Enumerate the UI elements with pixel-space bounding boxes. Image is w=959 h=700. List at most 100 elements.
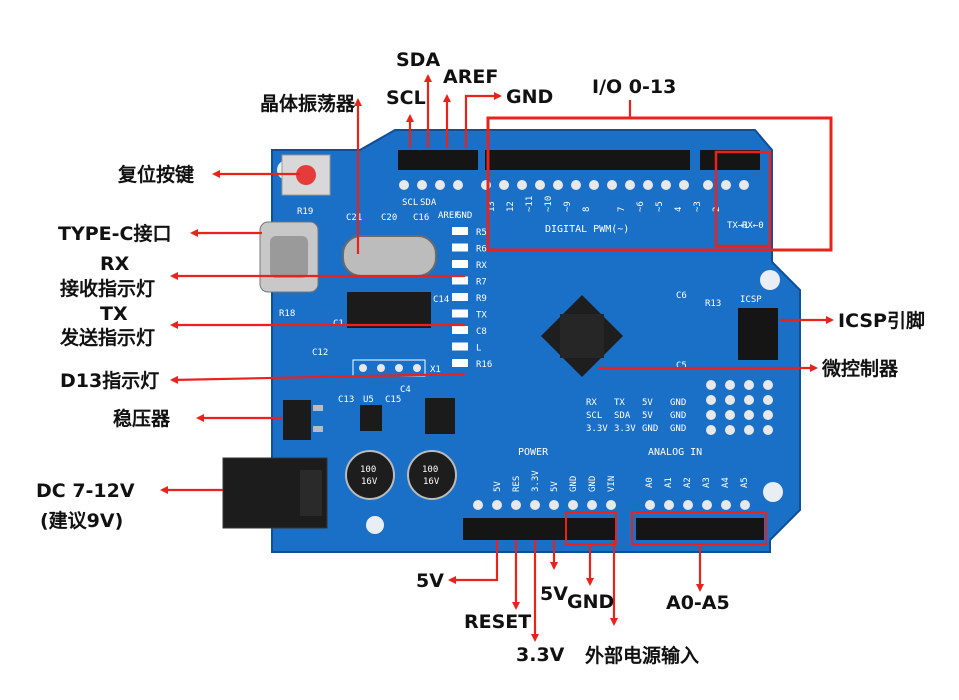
- pin-pad: [568, 500, 578, 510]
- led-label: TX: [476, 311, 487, 321]
- pin-pad: [739, 180, 749, 190]
- pin-pad: [549, 500, 559, 510]
- pin-pad: [702, 500, 712, 510]
- grid-pad: [763, 395, 773, 405]
- pin-pad: [645, 500, 655, 510]
- pin-pad: [492, 500, 502, 510]
- digital-pin-label: ~3: [693, 201, 703, 212]
- silk-c4: C4: [400, 385, 411, 395]
- callout-rx-title: RX: [100, 253, 130, 275]
- grid-pad: [763, 425, 773, 435]
- cap-value: 100: [360, 465, 376, 475]
- smd-led: [452, 309, 468, 318]
- digital-pin-label: 8: [582, 207, 592, 212]
- led-label: R9: [476, 294, 487, 304]
- silk-u5: U5: [363, 395, 374, 405]
- silk-top-small: SCL: [402, 198, 418, 208]
- pin-pad: [679, 180, 689, 190]
- pin-pad: [417, 180, 427, 190]
- smd-led: [452, 293, 468, 301]
- analog-pin-label: A1: [664, 477, 674, 488]
- cap-value: 100: [422, 465, 438, 475]
- grid-label: 5V: [642, 411, 653, 421]
- pin-pad: [664, 500, 674, 510]
- grid-pad: [725, 410, 735, 420]
- smd-led: [452, 243, 468, 252]
- analog-pin-label: A4: [721, 477, 731, 488]
- grid-label: 5V: [642, 398, 653, 408]
- smd-led: [452, 227, 468, 235]
- rx-pin-label: RX←0: [742, 221, 764, 231]
- grid-pad: [763, 410, 773, 420]
- led-label: RX: [476, 261, 487, 271]
- callout-tx-desc: 发送指示灯: [59, 326, 155, 349]
- grid-pad: [706, 380, 716, 390]
- electrolytic-capacitor: [345, 450, 457, 500]
- grid-pad: [725, 395, 735, 405]
- analog-header[interactable]: [636, 518, 764, 540]
- silk-c6: C6: [676, 291, 687, 301]
- silk-c15: C15: [385, 395, 401, 405]
- digital-pin-label: 4: [674, 207, 684, 212]
- grid-pad: [706, 395, 716, 405]
- pin-pad: [625, 180, 635, 190]
- grid-pad: [725, 380, 735, 390]
- grid-pad: [744, 395, 754, 405]
- power-pin-label: GND: [588, 476, 598, 492]
- silk-c12: C12: [312, 348, 328, 358]
- digital-pin-label: ~11: [525, 196, 535, 212]
- callout-d13: D13指示灯: [60, 370, 159, 392]
- grid-pad: [744, 410, 754, 420]
- grid-label: SCL: [586, 411, 602, 421]
- digital-pin-label: 7: [617, 207, 627, 212]
- pin-pad: [499, 180, 509, 190]
- power-pin-label: VIN: [607, 476, 617, 492]
- pin-pad: [683, 500, 693, 510]
- led-label: L: [476, 344, 481, 354]
- leader-5v: [448, 540, 499, 584]
- analog-pin-label: A2: [683, 477, 693, 488]
- leader-lines: [160, 74, 834, 642]
- regulator-ic: [360, 398, 455, 434]
- dc-jack[interactable]: [222, 457, 328, 529]
- leader-d13: [170, 372, 466, 384]
- analog-title: ANALOG IN: [648, 447, 702, 458]
- led-label: R7: [476, 278, 487, 288]
- led-label: R5: [476, 228, 487, 238]
- digital-pin-label: ~6: [636, 201, 646, 212]
- grid-label: 3.3V: [586, 424, 608, 434]
- grid-label: GND: [642, 424, 658, 434]
- callout-gnd-bottom: GND: [567, 591, 614, 613]
- led-label: R16: [476, 360, 492, 370]
- callout-reset: RESET: [464, 611, 531, 633]
- digital-pin-label: 13: [487, 201, 497, 212]
- icsp-header[interactable]: [738, 308, 778, 360]
- silk-top-small: SDA: [420, 198, 437, 208]
- silk-r18: R18: [279, 309, 295, 319]
- callout-mcu: 微控制器: [821, 357, 899, 380]
- power-pin-label: 3.3V: [531, 470, 541, 492]
- pin-pad: [587, 500, 597, 510]
- callout-ext-power: 外部电源输入: [585, 644, 699, 667]
- pin-pad: [589, 180, 599, 190]
- power-header[interactable]: [463, 518, 615, 540]
- pin-pad: [435, 180, 445, 190]
- pin-pad: [643, 180, 653, 190]
- microcontroller-chip: [540, 294, 624, 378]
- top-header-left[interactable]: [398, 150, 760, 170]
- callout-aref: AREF: [443, 66, 498, 88]
- silk-c21: C21: [346, 213, 362, 223]
- callout-scl: SCL: [386, 87, 426, 109]
- grid-pad: [706, 425, 716, 435]
- callout-icsp: ICSP引脚: [838, 310, 925, 332]
- grid-label: GND: [670, 398, 686, 408]
- grid-pad: [744, 425, 754, 435]
- callout-tx-title: TX: [100, 303, 128, 325]
- grid-label: GND: [670, 411, 686, 421]
- typec-port[interactable]: [259, 221, 319, 293]
- smd-led: [452, 260, 468, 268]
- led-label: C8: [476, 327, 487, 337]
- callout-33v: 3.3V: [516, 644, 565, 666]
